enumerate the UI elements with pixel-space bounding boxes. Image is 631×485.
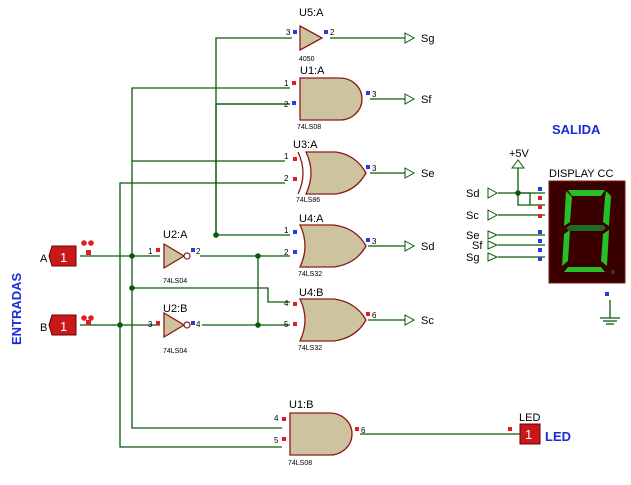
junctions (117, 190, 521, 328)
display-input-terminals: Sd Sc Se Sf Sg (466, 187, 499, 264)
logic-state-b[interactable]: B 1 (40, 314, 94, 336)
gate-u1a: U1:A 1 2 3 74LS08 (284, 65, 377, 131)
svg-text:3: 3 (148, 320, 153, 329)
svg-text:2: 2 (284, 100, 289, 109)
u4a-type: 74LS32 (298, 271, 322, 278)
u3a-name: U3:A (293, 139, 318, 151)
svg-text:1: 1 (148, 247, 153, 256)
u2b-type: 74LS04 (163, 348, 187, 355)
display-pins (538, 187, 609, 296)
svg-text:6: 6 (361, 426, 366, 435)
wire-notb-to-u1a (215, 103, 290, 235)
svg-text:4: 4 (284, 299, 289, 308)
wire-vcc (517, 168, 545, 206)
wire-a-to-u1b (131, 256, 282, 429)
svg-text:3: 3 (372, 90, 377, 99)
wires (80, 37, 611, 448)
u2a-name: U2:A (163, 229, 188, 241)
gate-u5a: U5:A 3 2 4050 (286, 7, 335, 63)
display-in-sg: Sg (466, 252, 479, 264)
output-sf: Sf (421, 94, 432, 106)
u1b-name: U1:B (289, 399, 313, 411)
led-output-label: LED (545, 429, 571, 444)
u5a-type: 4050 (299, 56, 315, 63)
u1a-name: U1:A (300, 65, 325, 77)
u2b-name: U2:B (163, 303, 187, 315)
display-in-sf: Sf (472, 240, 483, 252)
display-in-se: Se (466, 230, 479, 242)
svg-text:4: 4 (196, 320, 201, 329)
u2a-type: 74LS04 (163, 278, 187, 285)
svg-text:5: 5 (274, 436, 279, 445)
gate-u4a: U4:A 1 2 3 74LS32 (284, 213, 377, 278)
u3a-type: 74LS86 (296, 197, 320, 204)
wire-vcc-b (518, 192, 531, 205)
logic-b-value: 1 (60, 319, 67, 334)
u4a-name: U4:A (299, 213, 324, 225)
wire-nota-to-u4b (257, 256, 290, 326)
wire-notb-to-u5a (215, 37, 292, 235)
u1b-type: 74LS08 (288, 460, 312, 467)
display-in-sc: Sc (466, 210, 479, 222)
logic-a-value: 1 (60, 250, 67, 265)
led-ref-label: LED (519, 412, 540, 424)
led-value: 1 (525, 427, 532, 442)
svg-text:2: 2 (196, 247, 201, 256)
display-label: DISPLAY CC (549, 168, 613, 180)
u4b-type: 74LS32 (298, 345, 322, 352)
gate-u1b: U1:B 4 5 6 74LS08 (274, 399, 366, 467)
ground-symbol (600, 317, 620, 325)
output-sd: Sd (421, 241, 434, 253)
output-sg: Sg (421, 33, 434, 45)
svg-text:2: 2 (330, 28, 335, 37)
svg-text:3: 3 (286, 28, 291, 37)
input-a-label: A (40, 253, 48, 265)
salida-label: SALIDA (552, 122, 601, 137)
seven-segment-display (548, 180, 626, 284)
u1a-type: 74LS08 (297, 124, 321, 131)
svg-text:4: 4 (274, 414, 279, 423)
entradas-label: ENTRADAS (9, 272, 24, 345)
svg-text:2: 2 (284, 248, 289, 257)
svg-text:3: 3 (372, 164, 377, 173)
input-b-label: B (40, 322, 47, 334)
logic-state-a[interactable]: A 1 (40, 240, 94, 267)
output-sc: Sc (421, 315, 434, 327)
vcc-label: +5V (509, 148, 530, 160)
led-logic-probe: 1 (508, 423, 541, 445)
wire-b-to-u3a (119, 182, 285, 325)
wire-a-to-u4b (132, 287, 290, 303)
gate-u4b: U4:B 4 5 6 74LS32 (284, 287, 377, 352)
u4b-name: U4:B (299, 287, 323, 299)
svg-text:2: 2 (284, 174, 289, 183)
svg-text:1: 1 (284, 226, 289, 235)
svg-text:5: 5 (284, 320, 289, 329)
vcc-symbol (511, 159, 525, 169)
svg-text:3: 3 (372, 237, 377, 246)
svg-text:1: 1 (284, 79, 289, 88)
wire-b-to-u1b (119, 325, 282, 448)
gate-u2b: U2:B 3 4 74LS04 (148, 303, 201, 355)
svg-text:6: 6 (372, 311, 377, 320)
u5a-name: U5:A (299, 7, 324, 19)
wire-a-to-u1a (131, 87, 290, 256)
svg-text:1: 1 (284, 152, 289, 161)
gate-u2a: U2:A 1 2 74LS04 (148, 229, 201, 285)
output-se: Se (421, 168, 434, 180)
output-terminals: Sg Sf Se Sd Sc (404, 32, 434, 327)
gate-u3a: U3:A 1 2 3 74LS86 (284, 139, 377, 204)
display-in-sd: Sd (466, 188, 479, 200)
